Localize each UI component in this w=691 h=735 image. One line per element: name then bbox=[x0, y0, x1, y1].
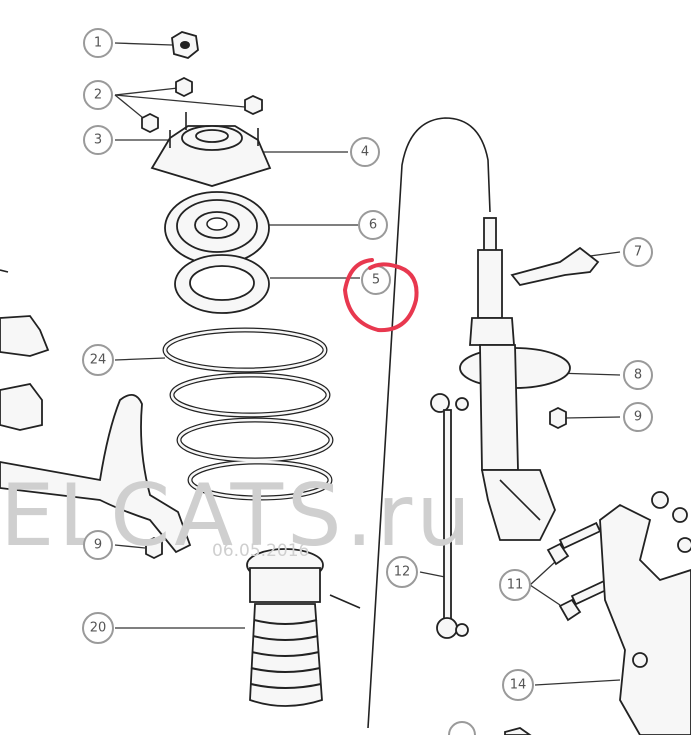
part-11-bolts bbox=[546, 521, 614, 622]
svg-text:14: 14 bbox=[510, 678, 527, 693]
leader-lines bbox=[114, 42, 621, 686]
svg-text:24: 24 bbox=[90, 353, 107, 368]
part-14-knuckle bbox=[599, 491, 691, 735]
callout-20: 20 bbox=[82, 612, 114, 644]
callout-3: 3 bbox=[83, 125, 113, 155]
stabilizer-bar bbox=[0, 269, 192, 554]
callout-2: 2 bbox=[83, 80, 113, 110]
part-5-isolator bbox=[174, 254, 270, 314]
callout-11: 11 bbox=[499, 569, 531, 601]
callout-1: 1 bbox=[83, 28, 113, 58]
part-6-spring-seat bbox=[164, 191, 270, 265]
callout-8: 8 bbox=[623, 360, 653, 390]
svg-text:6: 6 bbox=[369, 218, 377, 233]
callout-7: 7 bbox=[623, 237, 653, 267]
part-9-nut-right bbox=[549, 406, 567, 430]
svg-text:9: 9 bbox=[94, 538, 102, 553]
part-fragment-bottom bbox=[504, 727, 532, 735]
svg-text:12: 12 bbox=[394, 565, 411, 580]
svg-text:7: 7 bbox=[634, 245, 642, 260]
part-1-nut bbox=[171, 31, 199, 59]
highlight-mark bbox=[342, 258, 419, 333]
callout-12: 12 bbox=[386, 556, 418, 588]
svg-text:1: 1 bbox=[94, 36, 102, 51]
svg-text:9: 9 bbox=[634, 410, 642, 425]
svg-text:20: 20 bbox=[90, 621, 107, 636]
callout-14: 14 bbox=[502, 669, 534, 701]
part-2-nuts bbox=[141, 76, 263, 134]
callout-9-left: 9 bbox=[83, 530, 113, 560]
callout-5: 5 bbox=[361, 265, 391, 295]
brake-hose-line bbox=[367, 117, 491, 729]
part-9-nut-left bbox=[145, 536, 163, 560]
svg-text:4: 4 bbox=[361, 145, 369, 160]
part-20-dust-boot bbox=[246, 548, 324, 707]
callout-24: 24 bbox=[82, 344, 114, 376]
watermark-site: ELCATS.ru bbox=[0, 466, 475, 566]
strut-assembly bbox=[459, 217, 571, 541]
part-12-stabilizer-link bbox=[430, 393, 469, 639]
callout-partial-bottom bbox=[448, 721, 476, 735]
dash-mark bbox=[329, 594, 361, 609]
svg-text:5: 5 bbox=[372, 273, 380, 288]
svg-text:2: 2 bbox=[94, 88, 102, 103]
svg-text:11: 11 bbox=[507, 578, 524, 593]
part-4-strut-mount bbox=[150, 112, 272, 187]
callout-4: 4 bbox=[350, 137, 380, 167]
callout-6: 6 bbox=[358, 210, 388, 240]
svg-text:3: 3 bbox=[94, 133, 102, 148]
svg-text:8: 8 bbox=[634, 368, 642, 383]
watermark: ELCATS.ru 06.05.2016 bbox=[0, 466, 475, 566]
part-7-bracket bbox=[510, 246, 600, 287]
watermark-date: 06.05.2016 bbox=[212, 541, 309, 561]
callout-9-right: 9 bbox=[623, 402, 653, 432]
